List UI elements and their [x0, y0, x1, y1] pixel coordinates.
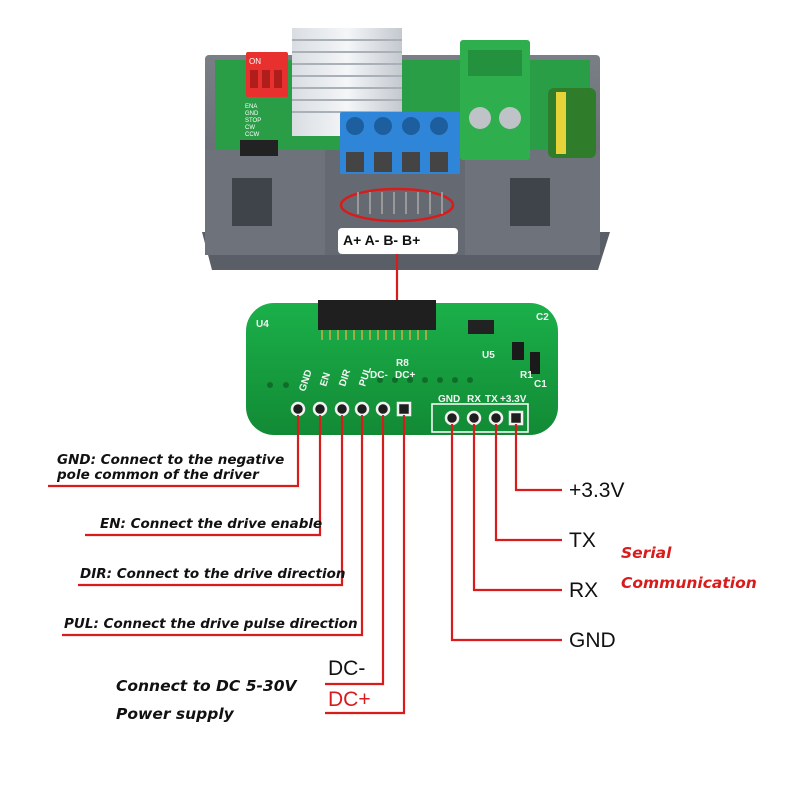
dir-annotation: DIR: Connect to the drive direction	[80, 566, 346, 582]
pcb-board	[246, 303, 558, 435]
svg-text:EN: EN	[318, 371, 333, 388]
pad-dir	[334, 401, 350, 417]
pad-rx	[466, 410, 482, 426]
motor-terminal-block[interactable]	[340, 112, 460, 174]
capacitor	[548, 88, 596, 158]
lead-serial-gnd	[450, 424, 562, 642]
tx-label: TX	[569, 529, 596, 552]
svg-text:R1: R1	[520, 370, 533, 381]
svg-text:DC-: DC-	[370, 370, 388, 381]
dc-plus-label: DC+	[328, 688, 371, 711]
power-annotation-line2: Power supply	[116, 705, 234, 723]
driver-module: ON ENA GND STOP CW CCW	[202, 28, 610, 270]
svg-text:+3.3V: +3.3V	[500, 394, 527, 405]
power-annotation-line1: Connect to DC 5-30V	[116, 677, 297, 695]
pin-header-highlight	[339, 187, 455, 223]
svg-text:TX: TX	[485, 394, 498, 405]
lead-tx	[494, 424, 562, 542]
en-annotation: EN: Connect the drive enable	[100, 516, 323, 532]
svg-text:RX: RX	[467, 394, 481, 405]
lead-3v3	[514, 424, 562, 492]
pad-en	[312, 401, 328, 417]
lead-en	[85, 415, 322, 537]
dc-minus-label: DC-	[328, 657, 366, 680]
dip-switch[interactable]: ON	[246, 52, 288, 97]
svg-text:R8: R8	[396, 358, 409, 369]
serial-title-line2: Communication	[621, 574, 757, 592]
svg-text:ENA: ENA	[245, 104, 257, 110]
terminal-label-plate	[338, 228, 458, 254]
serial-header-outline	[431, 403, 529, 433]
power-terminal-block[interactable]	[460, 40, 530, 160]
svg-text:STOP: STOP	[245, 118, 261, 124]
lead-gnd	[48, 415, 300, 488]
lead-lines	[48, 415, 562, 715]
pcb-component-labels: U4 U5 R8 R1 C1 C2	[256, 312, 549, 390]
chip	[240, 140, 278, 156]
svg-text:C1: C1	[534, 379, 547, 390]
latch-slot-right	[510, 178, 550, 226]
dip-label: ON	[249, 57, 261, 66]
pad-tx	[488, 410, 504, 426]
rx-label: RX	[569, 579, 599, 602]
pcb-left-pin-labels: GND EN DIR PUL DC- DC+	[297, 366, 415, 393]
pad-dc-plus	[396, 401, 412, 417]
pcb-right-pin-labels: GND RX TX +3.3V	[438, 394, 527, 405]
gnd-label: GND	[569, 629, 616, 652]
latch-slot-left	[232, 178, 272, 226]
smd-c1	[530, 352, 540, 374]
pad-pul	[354, 401, 370, 417]
lead-dc-minus	[325, 415, 385, 686]
lead-rx	[472, 424, 562, 592]
control-pcb: U4 U5 R8 R1 C1 C2 GND EN DIR PUL DC- DC+…	[246, 300, 558, 435]
gnd-annotation-line1: GND: Connect to the negative	[57, 452, 285, 468]
svg-text:C2: C2	[536, 312, 549, 323]
svg-text:DIR: DIR	[337, 367, 353, 388]
motor-terminal-labels: A+ A- B- B+	[343, 232, 421, 248]
svg-text:U5: U5	[482, 350, 495, 361]
pad-serial-gnd	[444, 410, 460, 426]
svg-text:GND: GND	[438, 394, 460, 405]
svg-text:CCW: CCW	[245, 132, 260, 138]
lead-dir	[78, 415, 344, 587]
svg-text:U4: U4	[256, 319, 269, 330]
pul-annotation: PUL: Connect the drive pulse direction	[64, 616, 358, 632]
serial-title-line1: Serial	[621, 544, 672, 562]
pad-3v3	[508, 410, 524, 426]
lead-dc-plus	[325, 415, 406, 715]
module-side-labels: ENA GND STOP CW CCW	[245, 104, 261, 138]
svg-text:DC+: DC+	[395, 370, 415, 381]
v33-label: +3.3V	[569, 479, 625, 502]
lead-pul	[62, 415, 364, 637]
pad-gnd	[290, 401, 306, 417]
svg-text:CW: CW	[245, 125, 255, 131]
smd-r1	[512, 342, 524, 360]
pin-header	[357, 192, 443, 214]
svg-text:GND: GND	[245, 111, 259, 117]
regulator-chip	[468, 320, 494, 334]
lcd-connector	[318, 300, 436, 330]
pad-dc-minus	[375, 401, 391, 417]
gnd-annotation-line2: pole common of the driver	[57, 467, 259, 483]
